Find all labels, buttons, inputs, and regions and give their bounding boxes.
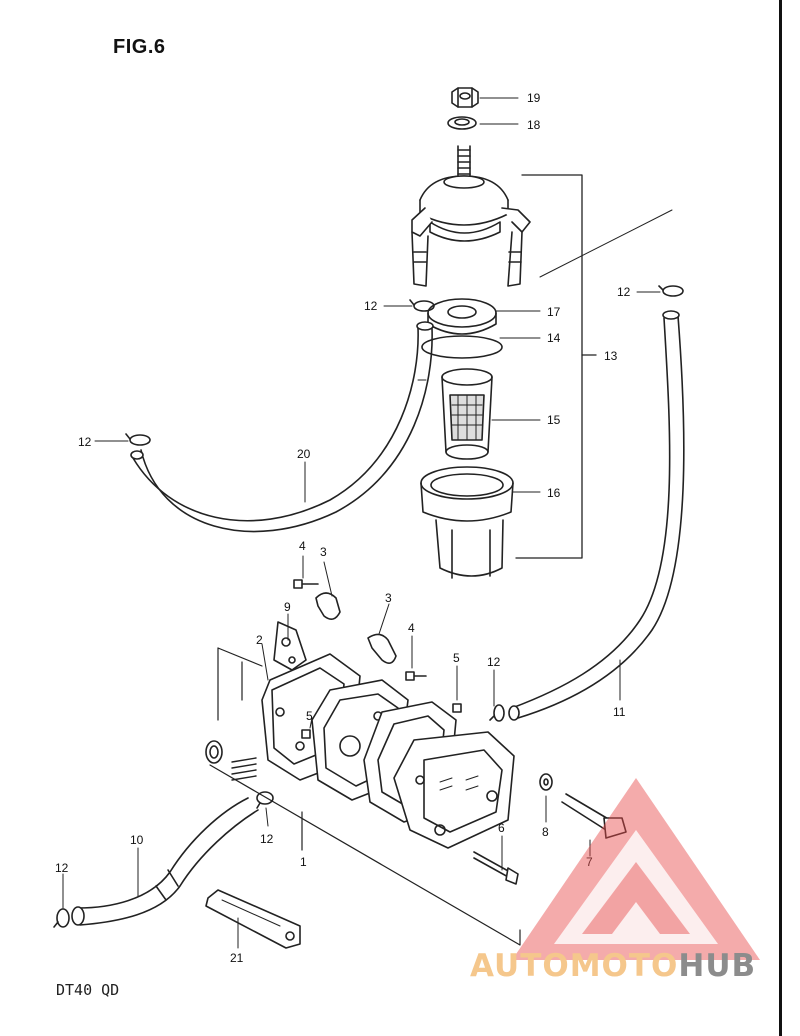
fuel-hose-part-20 bbox=[130, 321, 434, 533]
callout-4-mid: 4 bbox=[408, 621, 415, 635]
callout-12-pump: 12 bbox=[487, 655, 501, 669]
callout-6: 6 bbox=[498, 821, 505, 835]
callout-16: 16 bbox=[547, 486, 561, 500]
callout-labels: 19 18 17 14 13 15 16 12 12 12 12 12 12 2… bbox=[55, 91, 631, 965]
fuel-hose-part-10 bbox=[71, 797, 259, 926]
nut-part-19 bbox=[451, 87, 479, 108]
callout-21: 21 bbox=[230, 951, 244, 965]
model-code-label: DT40 QD bbox=[56, 981, 120, 999]
callout-8: 8 bbox=[542, 825, 549, 839]
callout-12-lower: 12 bbox=[260, 832, 274, 846]
callout-15: 15 bbox=[547, 413, 561, 427]
callout-12-top-right: 12 bbox=[617, 285, 631, 299]
callout-9: 9 bbox=[284, 600, 291, 614]
callout-7: 7 bbox=[586, 855, 593, 869]
callout-13: 13 bbox=[604, 349, 618, 363]
watermark-text-part2: HUB bbox=[678, 948, 757, 984]
callout-3-top: 3 bbox=[320, 545, 327, 559]
callout-19: 19 bbox=[527, 91, 541, 105]
filter-bowl-part-16 bbox=[420, 466, 514, 579]
seal-part-17 bbox=[427, 298, 497, 335]
callout-10: 10 bbox=[130, 833, 144, 847]
filter-cap bbox=[411, 145, 531, 287]
callout-11: 11 bbox=[613, 705, 626, 719]
callout-17: 17 bbox=[547, 305, 561, 319]
triangle-logo-icon bbox=[512, 778, 760, 960]
filter-element-part-15 bbox=[441, 368, 493, 460]
callout-3-mid: 3 bbox=[385, 591, 392, 605]
leader-lines bbox=[62, 97, 661, 949]
bracket-plate-part-21 bbox=[205, 889, 301, 949]
callout-4-top: 4 bbox=[299, 539, 306, 553]
watermark-text-part1: AUTOMOTO bbox=[470, 948, 679, 984]
callout-1: 1 bbox=[300, 855, 307, 869]
figure-title: FIG.6 bbox=[113, 36, 166, 58]
callout-20: 20 bbox=[297, 447, 311, 461]
callout-18: 18 bbox=[527, 118, 541, 132]
fuel-pump-assembly-part-1 bbox=[205, 579, 627, 946]
page-edge-rule bbox=[779, 0, 782, 1036]
callout-12-top-left: 12 bbox=[364, 299, 378, 313]
hose-clamp-part-12 bbox=[53, 285, 684, 928]
callout-12-bottom-left: 12 bbox=[55, 861, 69, 875]
callout-2: 2 bbox=[256, 633, 263, 647]
callout-5-right: 5 bbox=[453, 651, 460, 665]
callout-14: 14 bbox=[547, 331, 561, 345]
watermark-text: AUTOMOTOHUB bbox=[470, 948, 756, 984]
fuel-hose-part-11 bbox=[508, 310, 685, 721]
callout-12-left: 12 bbox=[78, 435, 92, 449]
washer-part-18 bbox=[447, 116, 477, 130]
callout-5-left: 5 bbox=[306, 709, 313, 723]
o-ring-part-14 bbox=[421, 335, 503, 359]
